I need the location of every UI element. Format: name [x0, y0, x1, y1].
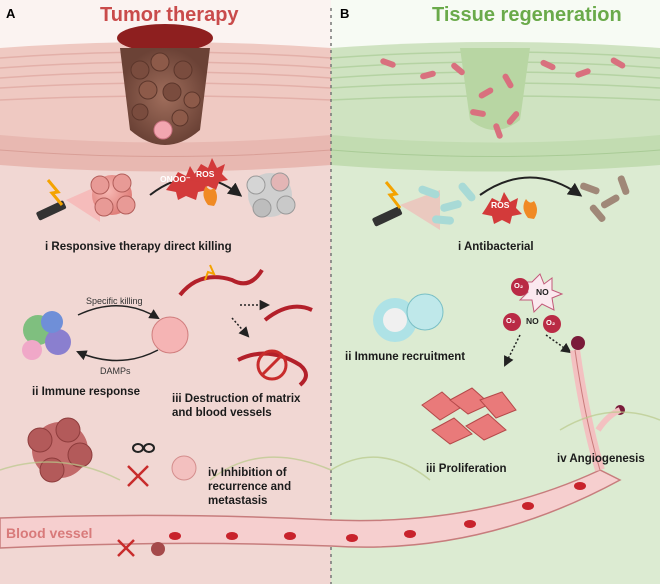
no-label-1: NO	[536, 287, 549, 297]
metastatic-cell	[151, 542, 165, 556]
laser-icon	[372, 190, 440, 230]
panel-a-title: Tumor therapy	[100, 4, 239, 26]
arrow-icon	[479, 176, 583, 197]
new-vessel	[570, 336, 625, 472]
panel-b-step3: iii Proliferation	[426, 463, 507, 475]
target-tumor-cell	[151, 316, 189, 354]
panel-a-step2: ii Immune response	[32, 386, 141, 398]
arrow-icon	[504, 334, 521, 367]
ros-label: ROS	[196, 169, 215, 179]
tumor-cluster-before	[90, 173, 136, 217]
flame-icon	[203, 186, 217, 206]
arrow-icon	[231, 317, 250, 338]
immune-cells	[22, 311, 71, 360]
bacteria-before	[418, 182, 476, 225]
ros-label-right: ROS	[491, 200, 510, 210]
proliferating-cells	[421, 387, 517, 445]
arrow-icon	[77, 305, 160, 320]
panel-a-step1: i Responsive therapy direct killing	[45, 241, 232, 253]
infinity-icon	[132, 443, 155, 453]
onoo-badge	[166, 166, 208, 200]
panel-a-step3: iii Destruction of matrix and blood vess…	[172, 393, 301, 419]
panel-b-title: Tissue regeneration	[432, 4, 622, 26]
o2-label-2: O₂	[506, 316, 516, 325]
tumor-mass	[117, 24, 213, 145]
blood-vessel-label: Blood vessel	[6, 525, 93, 541]
panel-b-step4: iv Angiogenesis	[557, 453, 645, 465]
wound-bacteria	[380, 57, 626, 139]
ros-badge-right	[482, 192, 522, 224]
flame-icon	[523, 199, 537, 219]
tissue-fibers	[0, 411, 660, 481]
specific-killing-label: Specific killing	[86, 296, 143, 306]
immune-recruit-cells	[373, 293, 444, 342]
right-header-band	[331, 0, 660, 50]
arrow-icon	[76, 349, 159, 362]
gas-molecules	[503, 273, 564, 333]
cross-icon	[256, 349, 288, 381]
vessel-destruction	[178, 268, 313, 387]
panel-b-letter: B	[340, 6, 350, 21]
ros-badge	[190, 158, 228, 190]
right-skin-layers	[330, 42, 660, 172]
bacteria-after	[580, 175, 630, 223]
onoo-label: ONOO⁻	[160, 174, 191, 184]
panel-b-step2: ii Immune recruitment	[345, 351, 466, 363]
escaping-cell	[171, 455, 197, 481]
arrow-icon	[545, 334, 572, 354]
laser-icon	[36, 185, 100, 222]
no-label-2: NO	[526, 316, 539, 326]
lightning-icon	[204, 264, 216, 281]
o2-label-3: O₂	[546, 318, 556, 327]
cross-icon	[127, 465, 149, 487]
panel-a-step4: iv Inhibition of recurrence and metastas…	[208, 467, 292, 507]
wound	[460, 48, 530, 130]
cross-icon	[117, 539, 135, 557]
o2-label-1: O₂	[514, 281, 524, 290]
lightning-icon	[46, 179, 64, 206]
lightning-icon	[384, 181, 402, 209]
panel-b-step1: i Antibacterial	[458, 241, 534, 253]
blood-vessel	[0, 469, 622, 549]
tumor-cluster-after	[246, 172, 296, 218]
panel-a-letter: A	[6, 6, 16, 21]
damps-label: DAMPs	[100, 366, 131, 376]
